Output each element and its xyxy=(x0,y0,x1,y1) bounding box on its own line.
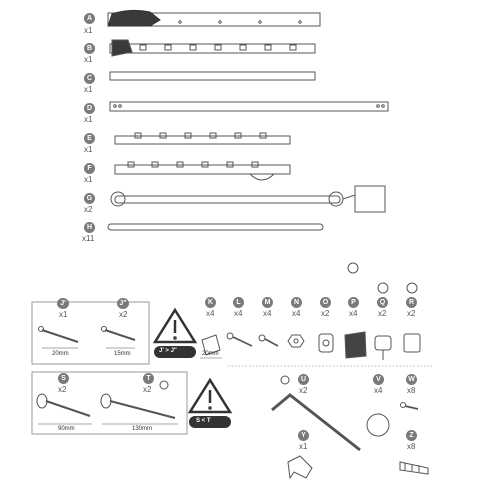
part-w-badge: W xyxy=(406,374,417,385)
screw-j1-length: 20mm xyxy=(52,351,69,357)
screw-j2-qty: x2 xyxy=(119,310,128,319)
rail-f-qty: x1 xyxy=(84,175,93,184)
part-k-drawing xyxy=(201,334,221,356)
rail-g-drawing xyxy=(110,185,386,213)
rail-c-badge: C xyxy=(84,73,95,84)
screw-j1-qty: x1 xyxy=(59,310,68,319)
part-r-badge: R xyxy=(406,297,417,308)
bolt-s-drawing xyxy=(36,393,92,425)
rail-b-badge: B xyxy=(84,43,95,54)
part-n-badge: N xyxy=(291,297,302,308)
part-u-badge: U xyxy=(298,374,309,385)
rail-e-badge: E xyxy=(84,133,95,144)
bolt-s-length: 90mm xyxy=(58,426,75,432)
rail-c-qty: x1 xyxy=(84,85,93,94)
rail-a-badge: A xyxy=(84,13,95,24)
bolt-t-length: 130mm xyxy=(132,426,153,432)
part-m-qty: x4 xyxy=(263,309,272,318)
rail-d-drawing xyxy=(109,101,389,112)
part-u-qty: x2 xyxy=(299,386,308,395)
part-w-qty: x8 xyxy=(407,386,416,395)
rail-f-drawing xyxy=(114,161,291,181)
rail-h-qty: x11 xyxy=(82,234,95,243)
part-l-badge: L xyxy=(233,297,244,308)
bolt-t-badge: T xyxy=(143,373,154,384)
part-k-badge: K xyxy=(205,297,216,308)
part-y-drawing xyxy=(287,455,313,480)
part-k-note: 20mm xyxy=(202,351,219,357)
part-p-qty: x4 xyxy=(349,309,358,318)
part-y-qty: x1 xyxy=(299,442,308,451)
part-v-qty: x4 xyxy=(374,386,383,395)
rail-h-badge: H xyxy=(84,222,95,233)
bolt-s-badge: S xyxy=(58,373,69,384)
rail-e-drawing xyxy=(114,132,291,145)
rail-a-qty: x1 xyxy=(84,26,93,35)
screw-j1-badge: J' xyxy=(57,298,69,309)
screw-j2-length: 15mm xyxy=(114,351,131,357)
part-o-badge: O xyxy=(320,297,331,308)
part-p-badge: P xyxy=(348,297,359,308)
part-p-drawing xyxy=(344,262,367,359)
part-m-drawing xyxy=(258,334,279,347)
rail-b-qty: x1 xyxy=(84,55,93,64)
rail-b-drawing xyxy=(109,39,316,57)
part-k-qty: x4 xyxy=(206,309,215,318)
part-l-qty: x4 xyxy=(234,309,243,318)
part-w-drawing xyxy=(400,402,419,410)
rail-d-qty: x1 xyxy=(84,115,93,124)
bolt-s-qty: x2 xyxy=(58,385,67,394)
part-z-qty: x8 xyxy=(407,442,416,451)
part-q-badge: Q xyxy=(377,297,388,308)
rail-d-badge: D xyxy=(84,103,95,114)
part-r-drawing xyxy=(403,282,421,353)
rail-h-drawing xyxy=(107,223,324,231)
part-r-qty: x2 xyxy=(407,309,416,318)
rail-e-qty: x1 xyxy=(84,145,93,154)
rail-g-badge: G xyxy=(84,193,95,204)
screw-j2-drawing xyxy=(101,326,136,349)
bolts-box-frame xyxy=(31,371,188,435)
part-u-drawing xyxy=(271,375,361,452)
part-y-badge: Y xyxy=(298,430,309,441)
part-z-drawing xyxy=(399,461,429,475)
part-q-drawing xyxy=(374,282,392,360)
rail-a-drawing xyxy=(107,9,321,27)
screws-box-frame xyxy=(31,301,150,365)
screw-j2-badge: J" xyxy=(117,298,129,309)
part-z-badge: Z xyxy=(406,430,417,441)
bolt-t-qty: x2 xyxy=(143,385,152,394)
part-o-drawing xyxy=(318,333,334,353)
screw-j1-drawing xyxy=(38,326,79,349)
part-v-drawing xyxy=(366,413,390,437)
part-n-qty: x4 xyxy=(292,309,301,318)
part-n-drawing xyxy=(287,334,305,348)
rail-c-drawing xyxy=(109,71,316,81)
bolt-t-drawing xyxy=(100,380,178,425)
rail-f-badge: F xyxy=(84,163,95,174)
part-o-qty: x2 xyxy=(321,309,330,318)
part-l-drawing xyxy=(226,332,253,347)
rail-g-qty: x2 xyxy=(84,205,93,214)
bolts-warning-compare: S < T xyxy=(196,418,211,424)
part-q-qty: x2 xyxy=(378,309,387,318)
part-v-badge: V xyxy=(373,374,384,385)
screws-warning-compare: J' > J" xyxy=(159,348,177,354)
part-m-badge: M xyxy=(262,297,273,308)
